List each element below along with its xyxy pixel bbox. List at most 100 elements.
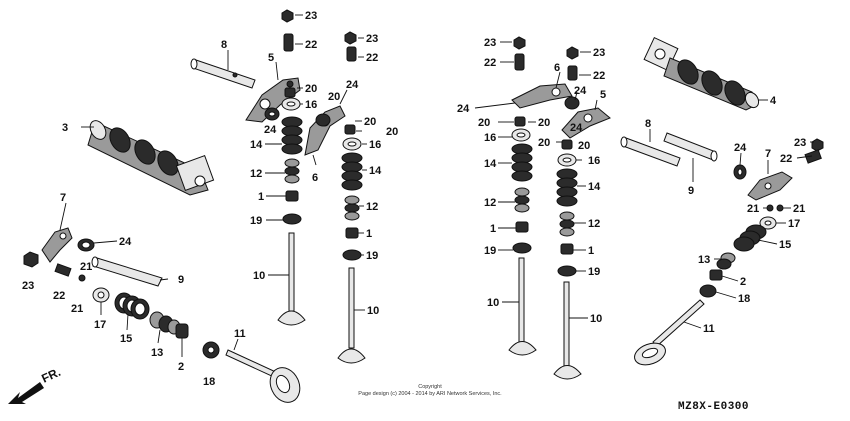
rocker-arm-left[interactable]: [41, 227, 73, 263]
valve-10-right-a[interactable]: [508, 257, 537, 356]
rocker-shaft-9-right[interactable]: [663, 132, 718, 162]
seal-2-left[interactable]: [175, 323, 189, 339]
washer-24-center[interactable]: [315, 113, 331, 127]
retainer-20-right-b[interactable]: [561, 139, 573, 150]
springs-14-right-b[interactable]: [556, 168, 578, 207]
seat-19-center-left[interactable]: [282, 213, 302, 225]
camshaft-right[interactable]: [643, 36, 761, 111]
washer-16-right-b[interactable]: [557, 153, 577, 167]
callout-24: 24: [457, 103, 470, 115]
callout-23: 23: [22, 280, 34, 292]
nut-23-right-a[interactable]: [566, 46, 579, 60]
callout-14: 14: [588, 181, 601, 193]
spring-12-right-a[interactable]: [514, 187, 530, 213]
seat-19-right-b[interactable]: [557, 265, 577, 277]
callout-17: 17: [788, 218, 800, 230]
washer-16-center[interactable]: [342, 137, 362, 151]
callout-22: 22: [593, 70, 605, 82]
springs-14-center-left[interactable]: [281, 116, 303, 155]
callout-9: 9: [178, 274, 184, 286]
callout-20: 20: [305, 83, 317, 95]
clip-21-right[interactable]: [766, 204, 784, 212]
nut-23-center-left[interactable]: [281, 9, 294, 23]
seat-18-left[interactable]: [202, 341, 220, 359]
nut-23-center[interactable]: [344, 31, 357, 45]
spring-12-center[interactable]: [344, 195, 360, 221]
spring-12-right-b[interactable]: [559, 211, 575, 237]
retainer-20-center[interactable]: [344, 124, 356, 135]
nut-23-right-b[interactable]: [811, 138, 824, 152]
callout-14: 14: [484, 158, 497, 170]
callout-16: 16: [305, 99, 317, 111]
washer-24-left[interactable]: [77, 238, 95, 252]
adjuster-22-left[interactable]: [54, 263, 72, 277]
seal-1-center-left[interactable]: [285, 190, 299, 202]
callout-10: 10: [367, 305, 379, 317]
springs-15-right[interactable]: [733, 224, 767, 252]
callout-6: 6: [554, 62, 560, 74]
callout-12: 12: [366, 201, 378, 213]
nut-23-center-right[interactable]: [513, 36, 526, 50]
springs-15-left[interactable]: [114, 292, 150, 320]
callout-1: 1: [366, 228, 372, 240]
callout-20: 20: [478, 117, 490, 129]
springs-14-right-a[interactable]: [511, 143, 533, 182]
callout-15: 15: [120, 333, 132, 345]
callout-11: 11: [703, 323, 715, 335]
seal-1-right-a[interactable]: [515, 221, 529, 233]
callout-20: 20: [538, 117, 550, 129]
spring-12-center-left[interactable]: [284, 158, 300, 184]
rocker-arm-5-right[interactable]: [561, 107, 611, 139]
seal-1-right-b[interactable]: [560, 243, 574, 255]
valve-11-left[interactable]: [225, 349, 305, 407]
callout-23: 23: [366, 33, 378, 45]
seal-2-right[interactable]: [709, 269, 723, 281]
front-direction-label: FR.: [39, 368, 62, 386]
rocker-arm-6-right[interactable]: [511, 83, 573, 109]
copyright-line-1: Copyright: [418, 384, 442, 390]
seat-18-right[interactable]: [699, 284, 717, 298]
valve-10-center-left[interactable]: [277, 232, 306, 326]
camshaft-left[interactable]: [87, 118, 215, 196]
leader-lines: [59, 14, 814, 357]
washer-16-right-a[interactable]: [511, 128, 531, 142]
washer-24-right-a[interactable]: [564, 96, 580, 110]
callout-23: 23: [484, 37, 496, 49]
valve-11-right[interactable]: [632, 299, 705, 369]
callout-15: 15: [779, 239, 791, 251]
adjuster-22-right-a[interactable]: [567, 65, 578, 81]
washer-16-center-left[interactable]: [281, 97, 301, 111]
retainer-20-right-a[interactable]: [514, 116, 526, 127]
rocker-shaft-left[interactable]: [91, 256, 163, 287]
clip-21-left[interactable]: [78, 274, 86, 282]
seal-1-center[interactable]: [345, 227, 359, 239]
rocker-shaft-8-right[interactable]: [620, 136, 681, 167]
rocker-arm-6[interactable]: [304, 105, 346, 156]
adjuster-22-center-right[interactable]: [514, 53, 525, 71]
callout-20: 20: [328, 91, 340, 103]
adjuster-22-center[interactable]: [346, 46, 357, 62]
washer-24-center-left[interactable]: [264, 107, 280, 121]
seat-19-center[interactable]: [342, 249, 362, 261]
callout-16: 16: [369, 139, 381, 151]
spring-13-left[interactable]: [149, 311, 181, 335]
rocker-shaft-8-left[interactable]: [190, 58, 256, 89]
retainer-20-center-left[interactable]: [284, 87, 296, 98]
callout-12: 12: [250, 168, 262, 180]
rocker-arm-7-right[interactable]: [747, 171, 793, 201]
adjuster-22-right-b[interactable]: [804, 149, 822, 164]
washer-24-right-b[interactable]: [733, 164, 747, 180]
valve-10-center[interactable]: [337, 267, 366, 364]
callout-7: 7: [765, 148, 771, 160]
nut-23-left[interactable]: [23, 251, 39, 268]
callout-20: 20: [364, 116, 376, 128]
springs-14-center[interactable]: [341, 152, 363, 191]
callout-12: 12: [588, 218, 600, 230]
callout-1: 1: [490, 223, 496, 235]
seat-19-right-a[interactable]: [512, 242, 532, 254]
washer-17-left[interactable]: [92, 287, 110, 303]
adjuster-22-center-left[interactable]: [283, 33, 294, 52]
valve-10-right-b[interactable]: [553, 281, 582, 380]
spring-13-right[interactable]: [716, 252, 736, 270]
callout-16: 16: [588, 155, 600, 167]
